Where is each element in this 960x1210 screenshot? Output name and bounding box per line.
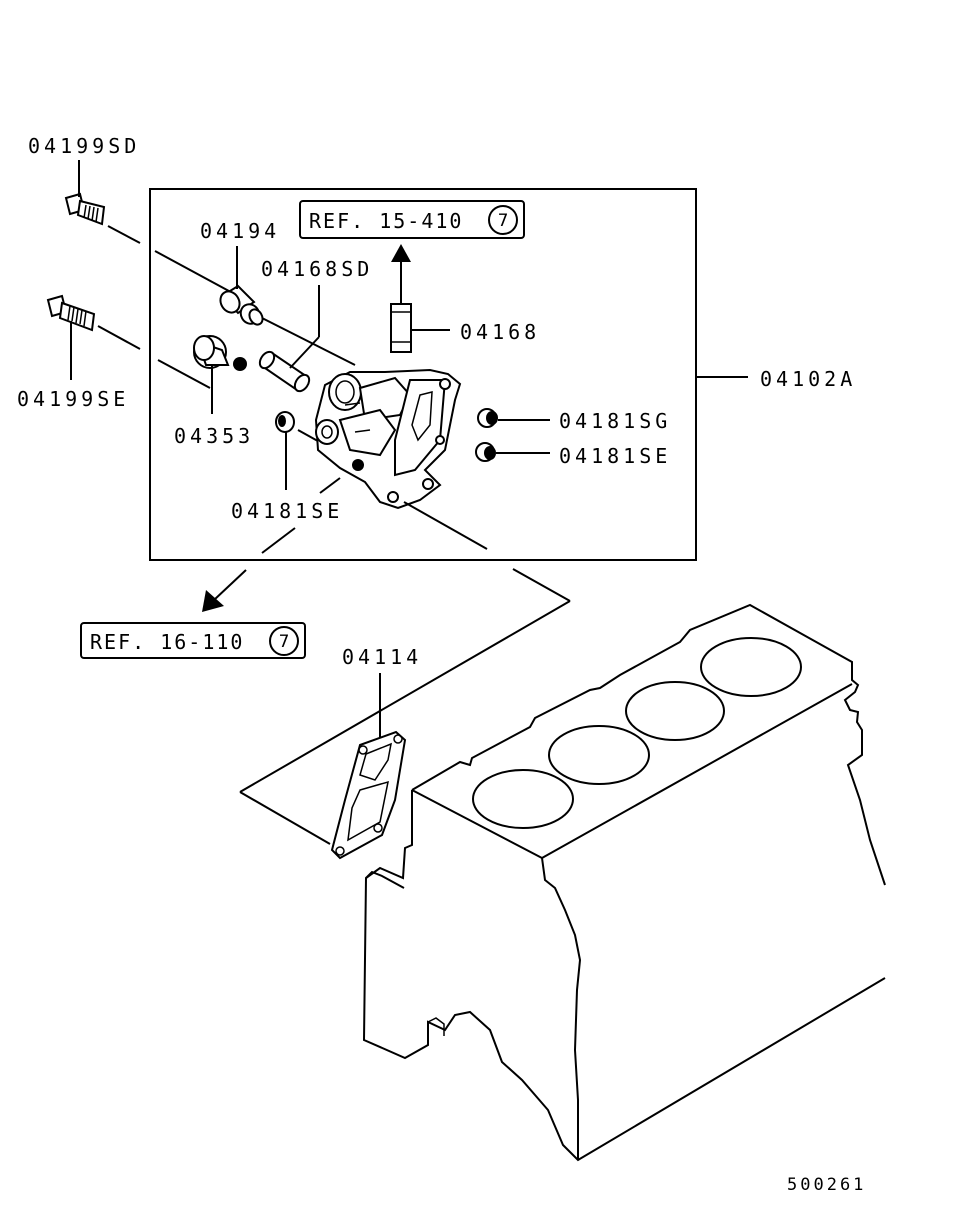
bolt-04199sd-icon xyxy=(64,192,106,226)
label-04353[interactable]: 04353 xyxy=(174,424,254,448)
engine-block-icon xyxy=(362,603,886,1162)
sensor-04353-icon xyxy=(193,335,247,371)
label-04194[interactable]: 04194 xyxy=(200,219,280,243)
label-04199sd[interactable]: 04199SD xyxy=(28,134,140,158)
label-04168[interactable]: 04168 xyxy=(460,320,540,344)
gasket-04114-icon xyxy=(330,730,407,860)
label-04199se[interactable]: 04199SE xyxy=(17,387,129,411)
label-04114[interactable]: 04114 xyxy=(342,645,422,669)
ref-top-box[interactable]: REF. 15-410 7 xyxy=(299,200,525,239)
plug-04194-icon xyxy=(219,284,264,326)
arrow-up-icon xyxy=(391,244,411,303)
label-04181se-lower[interactable]: 04181SE xyxy=(231,499,343,523)
ref-bottom-box[interactable]: REF. 16-110 7 xyxy=(80,622,306,659)
label-04181se-right[interactable]: 04181SE xyxy=(559,444,671,468)
label-04181sg[interactable]: 04181SG xyxy=(559,409,671,433)
filter-bracket-icon xyxy=(314,368,462,510)
diagram-number: 500261 xyxy=(787,1175,866,1195)
pipe-04168sd-icon xyxy=(258,350,311,393)
ref-top-circle-number: 7 xyxy=(498,211,509,231)
plug-04181se-lower-icon xyxy=(275,411,295,433)
plug-04181se-right-icon xyxy=(475,442,496,462)
arrow-down-left-icon xyxy=(202,569,247,612)
pipe-04168-icon xyxy=(390,303,412,353)
label-04168sd[interactable]: 04168SD xyxy=(261,257,373,281)
ref-bottom-text: REF. 16-110 xyxy=(90,630,244,654)
plug-04181sg-icon xyxy=(477,408,498,428)
ref-bottom-circle-number: 7 xyxy=(279,632,290,652)
bolt-04199se-icon xyxy=(46,294,96,332)
label-04102a[interactable]: 04102A xyxy=(760,367,856,391)
ref-top-text: REF. 15-410 xyxy=(309,209,463,233)
assembly-box xyxy=(149,188,697,561)
